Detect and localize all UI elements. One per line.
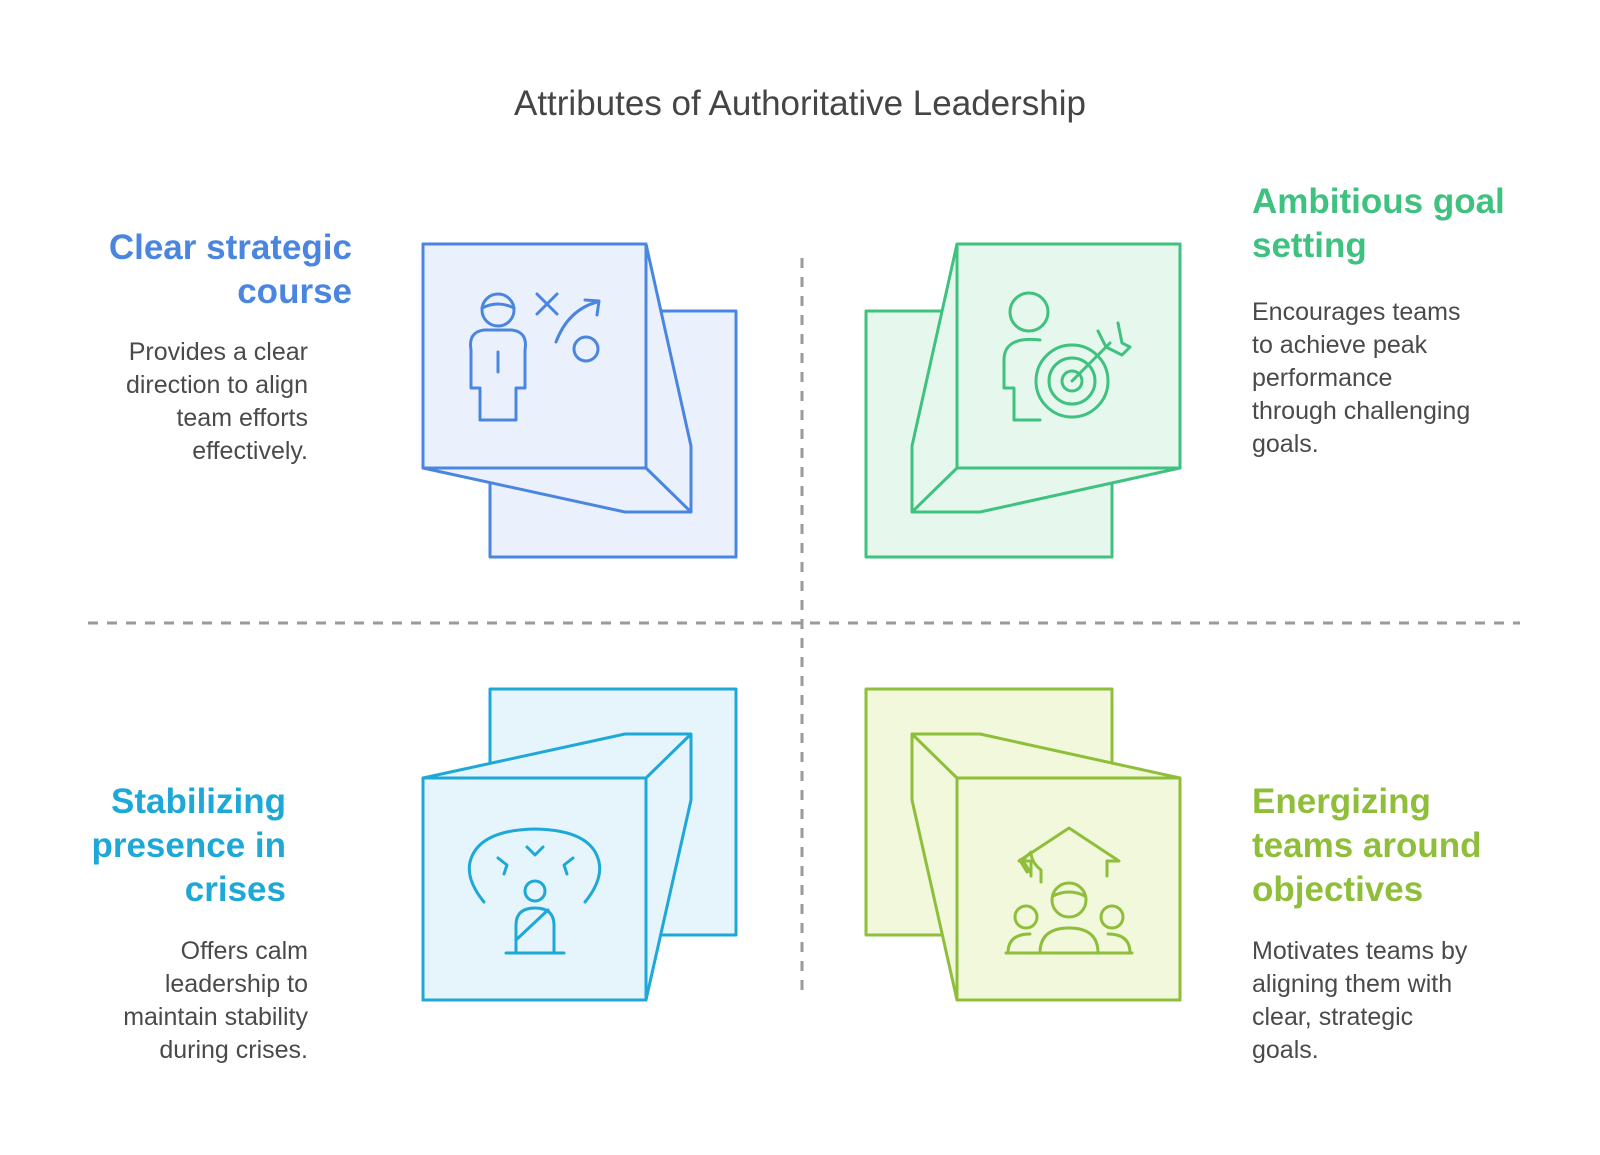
- description-line: through challenging: [1252, 397, 1471, 425]
- heading-line: Stabilizing: [111, 782, 286, 821]
- box-clear-strategic-course: [421, 242, 738, 559]
- heading-line: Ambitious goal: [1252, 182, 1505, 221]
- heading-line: objectives: [1252, 870, 1424, 909]
- calm-leader-icon: [467, 827, 602, 955]
- description-ambitious-goal-setting: Encourages teams to achieve peak perform…: [1252, 296, 1552, 461]
- box-ambitious-goal-setting: [864, 242, 1182, 559]
- description-line: performance: [1252, 364, 1393, 392]
- description-line: goals.: [1252, 1036, 1319, 1064]
- description-line: clear, strategic: [1252, 1003, 1414, 1031]
- description-line: Provides a clear: [128, 338, 308, 366]
- description-line: during crises.: [159, 1036, 308, 1064]
- target-icon: [1002, 291, 1132, 422]
- description-line: Encourages teams: [1252, 298, 1461, 326]
- description-line: Offers calm: [180, 937, 308, 965]
- heading-stabilizing-presence: Stabilizing presence in crises: [40, 780, 286, 912]
- heading-clear-strategic-course: Clear strategic course: [60, 226, 352, 314]
- description-stabilizing-presence: Offers calm leadership to maintain stabi…: [40, 935, 308, 1067]
- description-line: direction to align: [125, 371, 308, 399]
- description-line: goals.: [1252, 430, 1319, 458]
- heading-line: crises: [184, 870, 286, 909]
- heading-line: presence in: [91, 826, 286, 865]
- strategy-icon: [469, 292, 601, 422]
- heading-line: setting: [1252, 226, 1367, 265]
- heading-line: course: [237, 272, 352, 311]
- description-line: effectively.: [192, 437, 308, 465]
- description-line: Motivates teams by: [1252, 937, 1468, 965]
- description-line: team efforts: [176, 404, 308, 432]
- description-line: aligning them with: [1252, 970, 1453, 998]
- heading-line: Clear strategic: [108, 228, 352, 267]
- heading-line: Energizing: [1252, 782, 1431, 821]
- description-line: leadership to: [164, 970, 308, 998]
- heading-energizing-teams: Energizing teams around objectives: [1252, 780, 1552, 912]
- description-line: maintain stability: [123, 1003, 308, 1031]
- page-title: Attributes of Authoritative Leadership: [513, 84, 1086, 123]
- heading-ambitious-goal-setting: Ambitious goal setting: [1252, 180, 1572, 268]
- heading-line: teams around: [1252, 826, 1482, 865]
- team-growth-icon: [1004, 826, 1134, 955]
- box-stabilizing-presence: [421, 687, 738, 1002]
- description-clear-strategic-course: Provides a clear direction to align team…: [60, 336, 308, 468]
- description-line: to achieve peak: [1252, 331, 1428, 359]
- description-energizing-teams: Motivates teams by aligning them with cl…: [1252, 935, 1552, 1067]
